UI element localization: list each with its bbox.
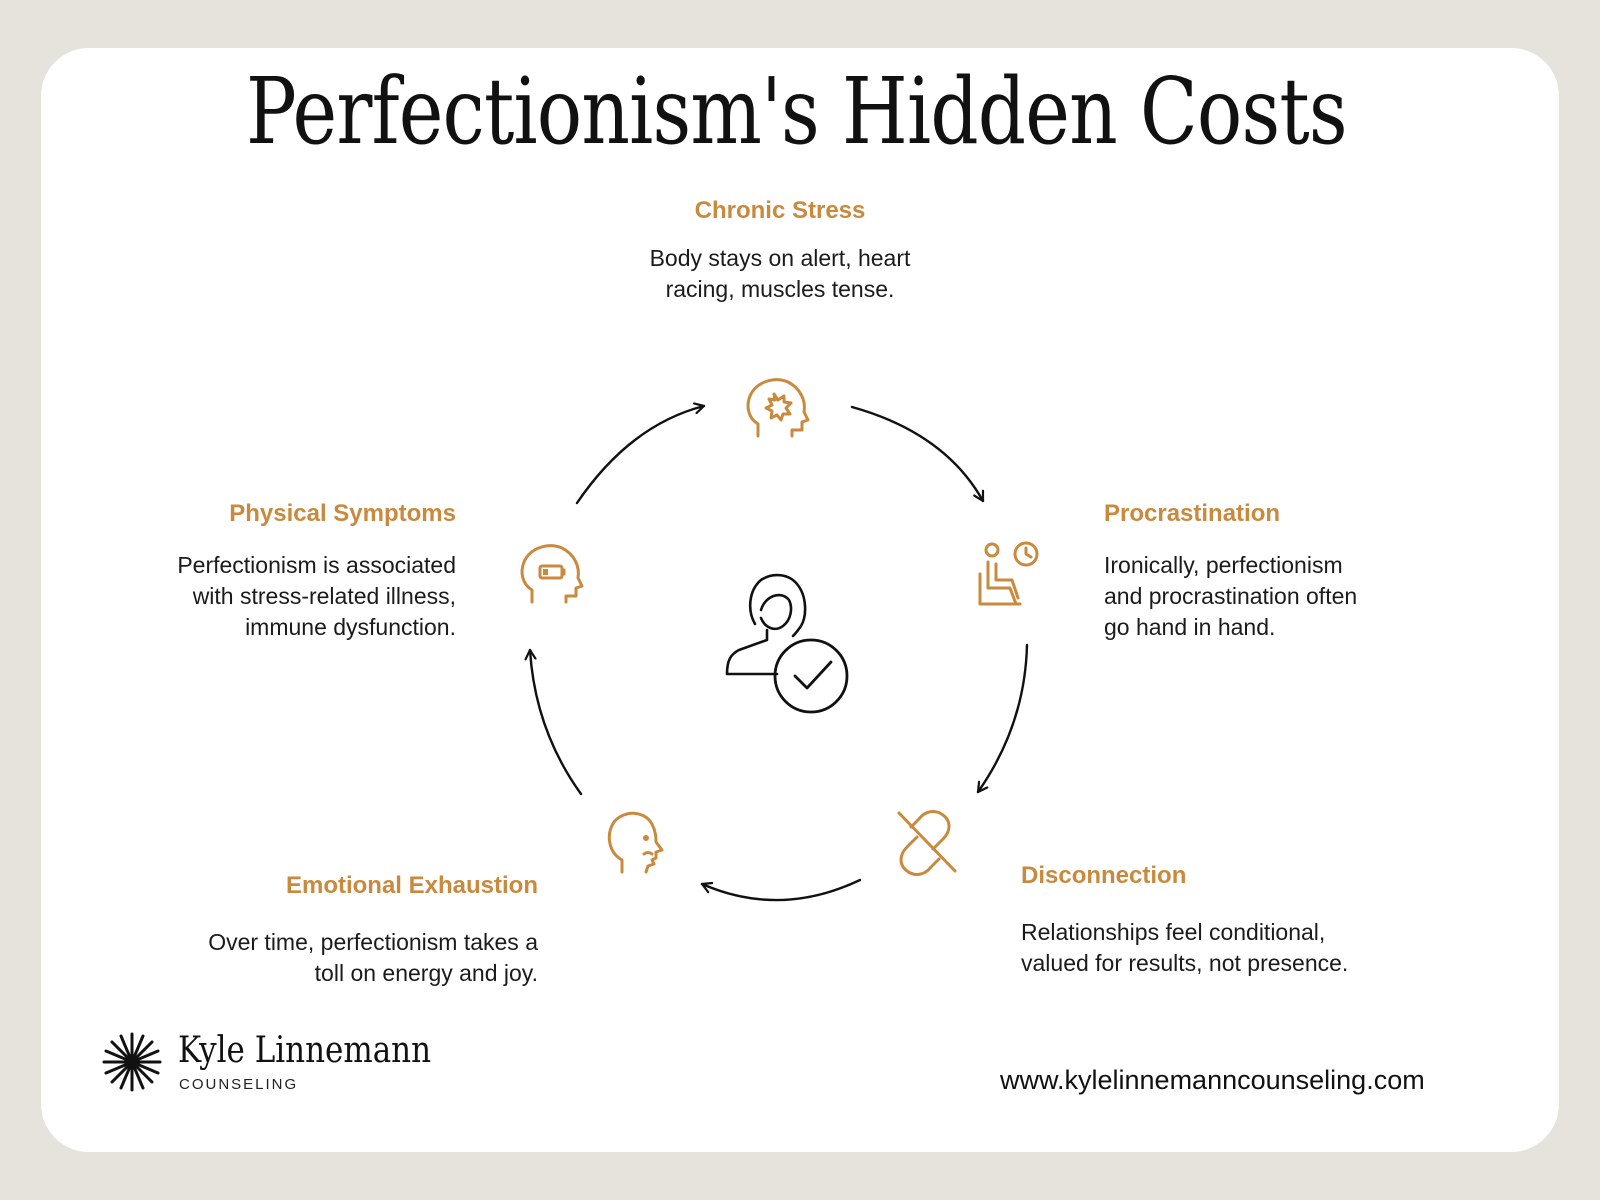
emotional-exhaustion-line-1: Over time, perfectionism takes a [208, 929, 538, 955]
emotional-exhaustion-heading: Emotional Exhaustion [285, 872, 538, 899]
person-seated-clock-icon [978, 541, 1039, 606]
sad-face-profile-icon [607, 811, 664, 874]
procrastination-line-3: go hand in hand. [1104, 614, 1276, 640]
arrow-bottom [700, 878, 862, 902]
emotional-exhaustion-line-2: toll on energy and joy. [314, 960, 538, 986]
emotional-exhaustion-description: Over time, perfectionism takes a toll on… [118, 927, 538, 989]
arrow-top-right [850, 405, 985, 503]
website-url: www.kylelinnemanncounseling.com [1000, 1065, 1425, 1095]
physical-symptoms-line-1: Perfectionism is associated [177, 552, 456, 578]
page-title: Perfectionism's Hidden Costs [246, 58, 1348, 165]
arrow-top-left [575, 406, 706, 505]
arrow-right [976, 643, 1029, 794]
arrow-left [530, 648, 583, 796]
disconnection-description: Relationships feel conditional, valued f… [1021, 917, 1421, 979]
procrastination-heading: Procrastination [1104, 500, 1281, 527]
disconnection-line-1: Relationships feel conditional, [1021, 919, 1326, 945]
physical-symptoms-description: Perfectionism is associated with stress-… [106, 550, 456, 643]
sunburst-icon [102, 1032, 162, 1092]
brand-subtitle: COUNSELING [179, 1076, 299, 1093]
physical-symptoms-heading: Physical Symptoms [229, 500, 456, 527]
disconnection-heading: Disconnection [1021, 862, 1187, 889]
chronic-stress-heading: Chronic Stress [694, 197, 866, 224]
chronic-stress-description: Body stays on alert, heart racing, muscl… [580, 243, 980, 305]
procrastination-description: Ironically, perfectionism and procrastin… [1104, 550, 1434, 643]
broken-link-icon [897, 810, 957, 876]
brand-name: Kyle Linnemann [178, 1030, 432, 1071]
head-low-battery-icon [520, 544, 584, 604]
chronic-stress-line-1: Body stays on alert, heart [649, 245, 911, 271]
procrastination-line-1: Ironically, perfectionism [1104, 552, 1343, 578]
disconnection-line-2: valued for results, not presence. [1021, 950, 1349, 976]
head-burst-icon [746, 378, 810, 438]
physical-symptoms-line-2: with stress-related illness, [192, 583, 456, 609]
procrastination-line-2: and procrastination often [1104, 583, 1358, 609]
chronic-stress-line-2: racing, muscles tense. [665, 276, 895, 302]
infographic-card [41, 48, 1559, 1152]
physical-symptoms-line-3: immune dysfunction. [245, 614, 456, 640]
person-checkmark-icon [725, 573, 849, 714]
